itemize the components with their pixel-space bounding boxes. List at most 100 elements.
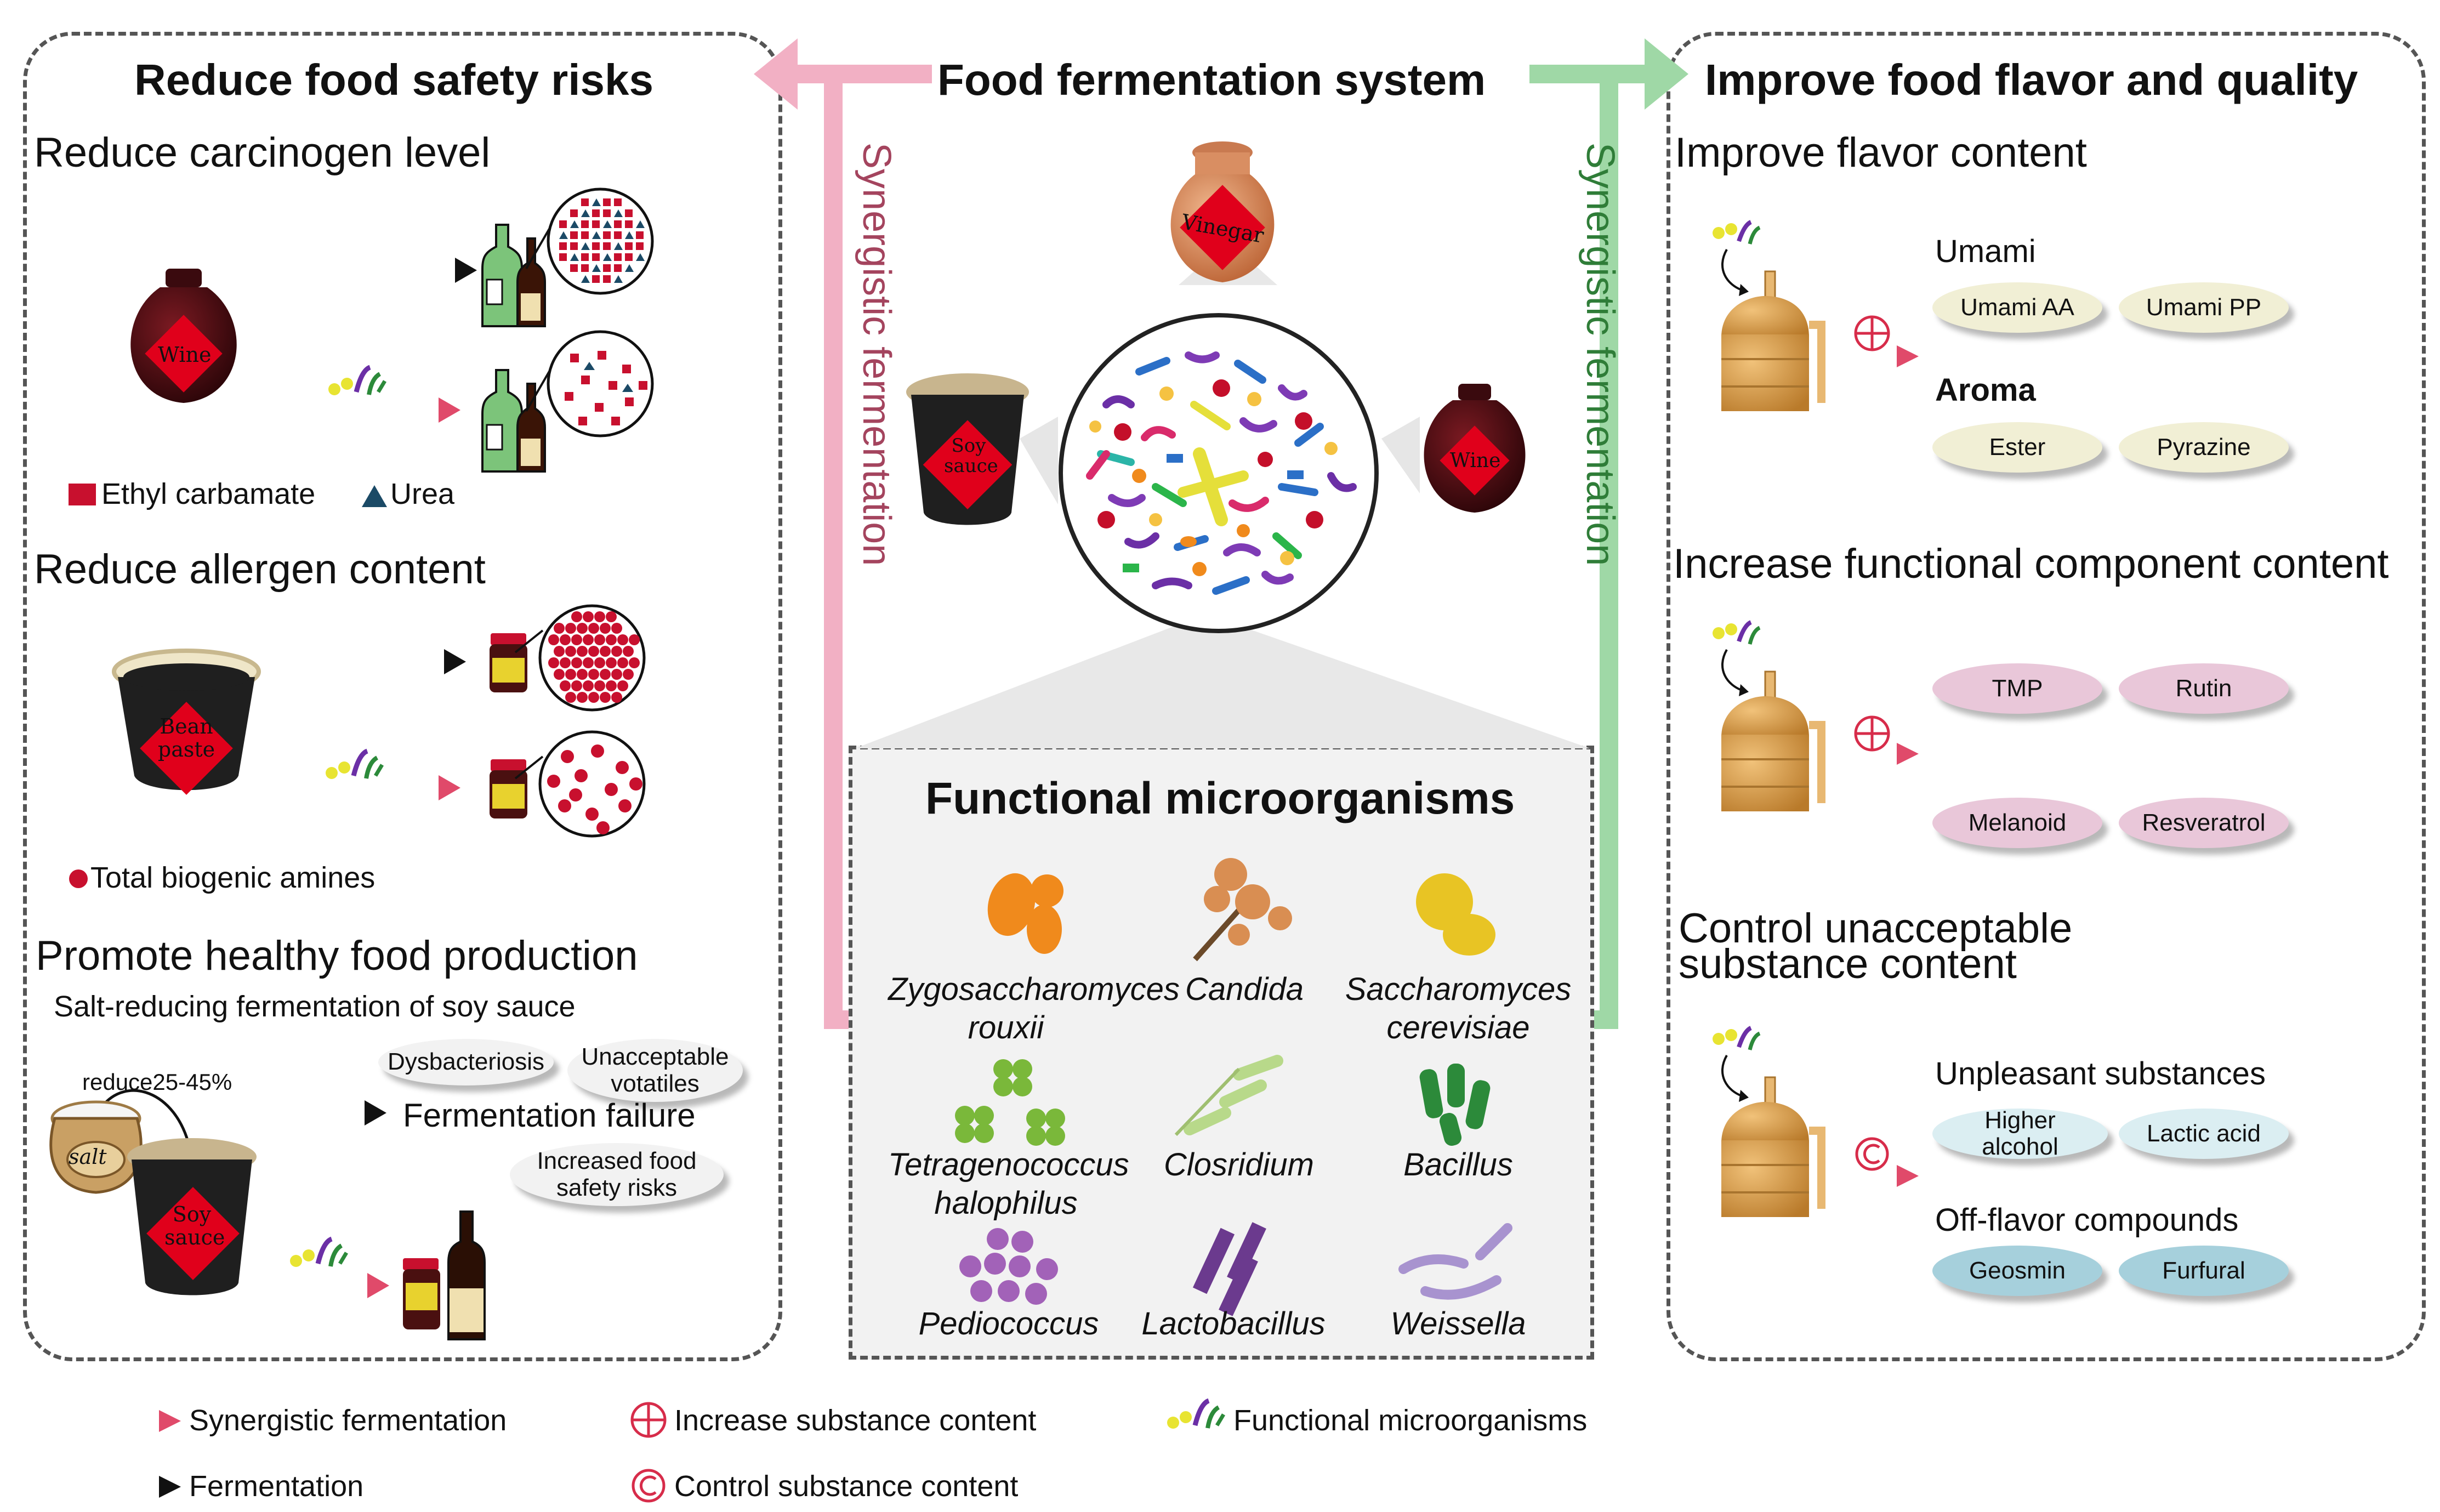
resveratrol-pill: Resveratrol xyxy=(2119,798,2289,848)
lactic-acid-pill: Lactic acid xyxy=(2119,1109,2289,1159)
biogenic-amines-label: Total biogenic amines xyxy=(90,861,376,894)
wine-jar-center-label: Wine xyxy=(1450,450,1501,472)
dysbacteriosis-pill: Dysbacteriosis xyxy=(378,1039,554,1085)
urea-swatch xyxy=(362,485,387,507)
fermentation-tank-icon-2 xyxy=(1713,620,1825,811)
legend-functional-microbe-icon xyxy=(1167,1398,1226,1429)
microbe-community-icon xyxy=(1059,313,1379,633)
left-panel xyxy=(23,32,782,1361)
magnified-circle-1 xyxy=(525,187,654,295)
legend-fermentation-label: Fermentation xyxy=(189,1470,364,1503)
bottles-icon-2 xyxy=(481,369,546,473)
carcinogen-heading: Reduce carcinogen level xyxy=(34,129,491,176)
legend-increase-label: Increase substance content xyxy=(674,1404,1037,1437)
umami-label: Umami xyxy=(1935,234,2036,269)
legend-control-label: Control substance content xyxy=(674,1470,1019,1503)
weissella-icon xyxy=(1398,1223,1512,1300)
melanoid-pill: Melanoid xyxy=(1932,798,2102,848)
organism-label-2: Saccharomyces cerevisiae xyxy=(1345,971,1572,1045)
healthy-heading: Promote healthy food production xyxy=(36,933,638,979)
fermentation-failure-label: Fermentation failure xyxy=(403,1097,696,1134)
wine-jar-left-label: Wine xyxy=(158,343,212,367)
legend-synergy-label: Synergistic fermentation xyxy=(189,1404,507,1437)
urea-label: Urea xyxy=(390,478,455,510)
candida-icon xyxy=(1193,858,1292,962)
control-heading-line2: substance content xyxy=(1679,941,2017,987)
unacceptable-volatiles-pill: Unacceptable votatiles xyxy=(567,1039,743,1102)
fermentation-tank-icon-3 xyxy=(1713,1026,1825,1217)
organism-label-4: Closridium xyxy=(1164,1147,1314,1183)
furfural-pill: Furfural xyxy=(2119,1246,2289,1296)
organism-label-7: Lactobacillus xyxy=(1141,1306,1326,1342)
allergen-heading: Reduce allergen content xyxy=(34,546,486,593)
magnified-circle-2 xyxy=(525,330,654,437)
bean-paste-jar-label: Bean paste xyxy=(157,714,215,761)
functional-microbe-icon-3 xyxy=(290,1236,349,1267)
lactobacillus-icon xyxy=(1192,1222,1266,1316)
left-title: Reduce food safety risks xyxy=(134,55,653,104)
reduce-label: reduce25-45% xyxy=(82,1069,232,1095)
sauce-jar-icon-1 xyxy=(490,633,527,692)
biogenic-amines-swatch xyxy=(69,869,88,888)
sauce-jar-icon-2 xyxy=(490,759,527,818)
magnified-circle-3 xyxy=(514,604,646,712)
aroma-label: Aroma xyxy=(1935,372,2036,408)
umami-aa-pill: Umami AA xyxy=(1932,282,2102,333)
control-heading-line1: Control unacceptable xyxy=(1679,905,2073,952)
soy-products-icon xyxy=(403,1210,486,1340)
right-title: Improve food flavor and quality xyxy=(1705,55,2358,104)
tetragenococcus-icon xyxy=(955,1059,1065,1146)
functional-microbe-icon-2 xyxy=(326,748,384,779)
rutin-pill: Rutin xyxy=(2119,663,2289,714)
offflavor-label: Off-flavor compounds xyxy=(1935,1202,2239,1238)
fermentation-tank-icon-1 xyxy=(1713,220,1825,411)
organism-label-6: Pediococcus xyxy=(918,1306,1099,1342)
legend-functional-label: Functional microorganisms xyxy=(1233,1404,1588,1437)
ethyl-carbamate-label: Ethyl carbamate xyxy=(101,478,316,510)
organism-label-3: Tetragenococcus halophilus xyxy=(888,1147,1129,1221)
functional-component-heading: Increase functional component content xyxy=(1673,541,2389,587)
organism-label-8: Weissella xyxy=(1390,1306,1526,1342)
wine-jar-left-icon xyxy=(130,269,237,403)
wine-jar-icon xyxy=(1424,384,1526,513)
tmp-pill: TMP xyxy=(1932,663,2102,714)
vinegar-jar-icon xyxy=(1170,141,1275,282)
higher-alcohol-pill: Higher alcohol xyxy=(1932,1107,2108,1160)
functional-microbe-icon-1 xyxy=(328,365,387,395)
pyrazine-pill: Pyrazine xyxy=(2119,422,2289,473)
soy-sauce-left-jar-label: Soy sauce xyxy=(164,1202,225,1249)
organism-label-5: Bacillus xyxy=(1403,1147,1513,1183)
geosmin-pill: Geosmin xyxy=(1932,1246,2102,1296)
flavor-heading: Improve flavor content xyxy=(1675,129,2087,176)
bacillus-icon xyxy=(1419,1064,1491,1146)
increased-risks-pill: Increased food safety risks xyxy=(510,1143,724,1206)
organism-label-1: Candida xyxy=(1185,971,1304,1007)
bean-paste-jar-icon xyxy=(112,649,261,795)
salt-label: salt xyxy=(69,1145,107,1169)
salt-bag-icon xyxy=(49,1100,143,1194)
center-title: Food fermentation system xyxy=(937,55,1486,104)
unpleasant-label: Unpleasant substances xyxy=(1935,1056,2266,1092)
soy-jar-icon xyxy=(906,373,1029,525)
saccharomyces-icon xyxy=(1416,873,1495,956)
bottles-icon-1 xyxy=(481,224,546,327)
ethyl-carbamate-swatch xyxy=(69,484,96,505)
umami-pp-pill: Umami PP xyxy=(2119,282,2289,333)
magnified-circle-4 xyxy=(514,730,646,838)
pediococcus-icon xyxy=(959,1228,1058,1305)
right-panel xyxy=(1667,32,2426,1361)
soy-jar-label: Soy sauce xyxy=(944,435,998,478)
zygosaccharomyces-icon xyxy=(987,873,1063,954)
clostridium-icon xyxy=(1174,1055,1283,1136)
functional-title: Functional microorganisms xyxy=(925,774,1515,823)
ester-pill: Ester xyxy=(1932,422,2102,473)
